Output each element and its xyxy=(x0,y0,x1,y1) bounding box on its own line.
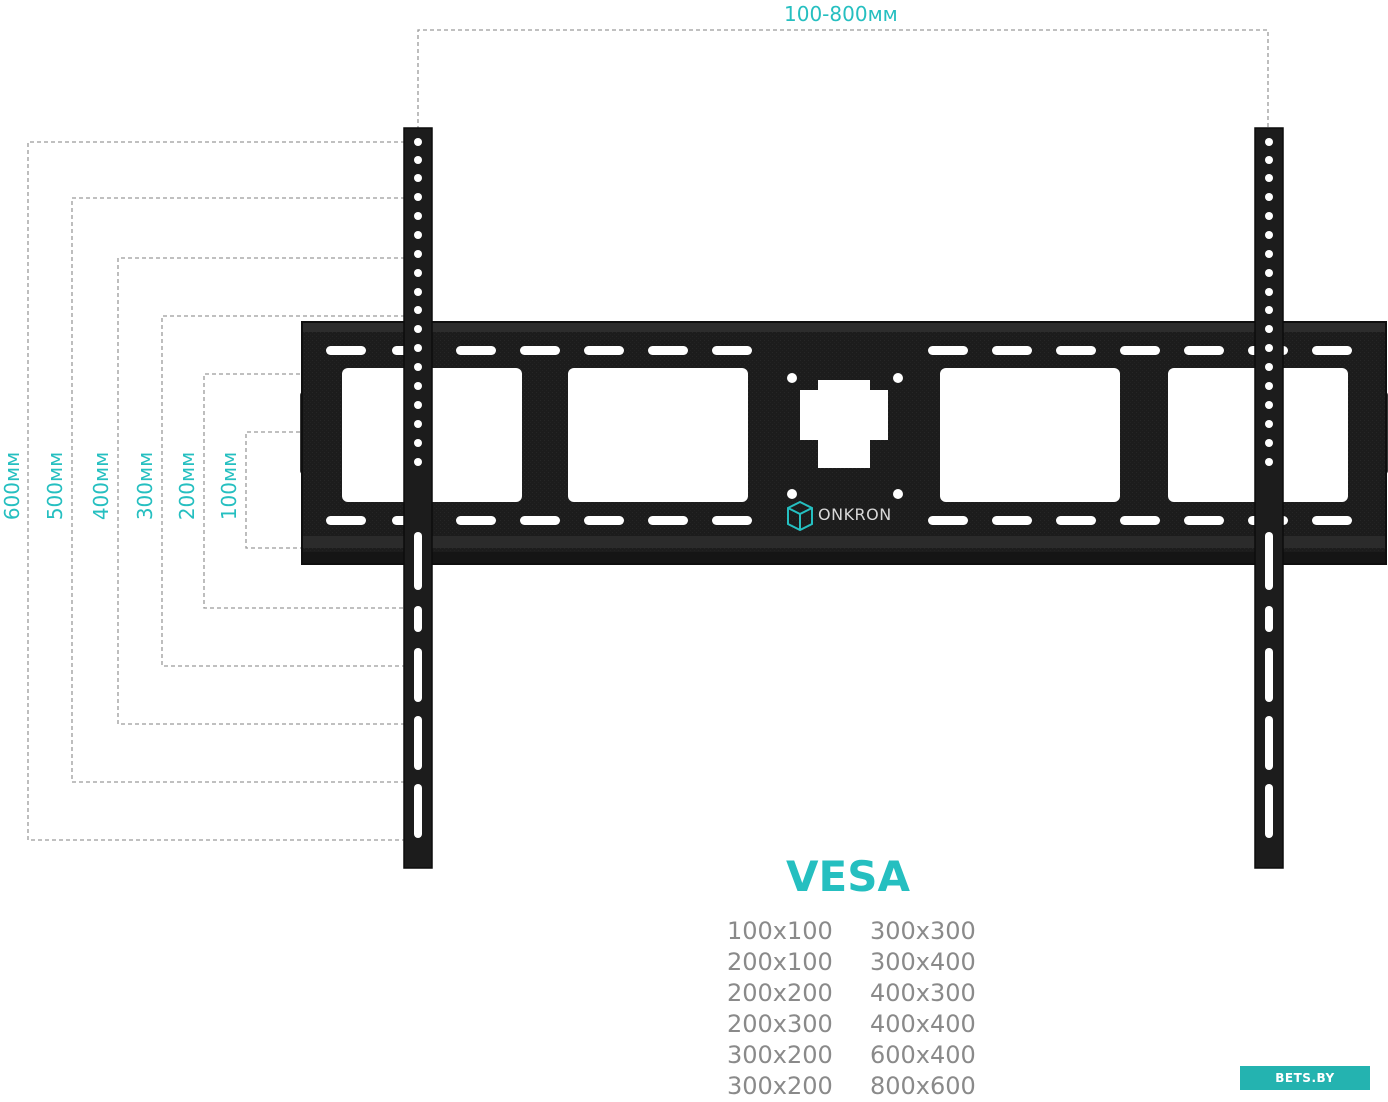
onkron-cube-icon xyxy=(787,500,813,532)
vesa-size: 200x100 xyxy=(727,948,833,976)
vesa-size: 600x400 xyxy=(870,1041,976,1069)
vesa-size: 300x200 xyxy=(727,1041,833,1069)
vesa-title: VESA xyxy=(786,852,910,901)
vesa-size: 800x600 xyxy=(870,1072,976,1100)
vesa-size: 200x300 xyxy=(727,1010,833,1038)
right-rail xyxy=(1254,127,1284,869)
height-label-400: 400мм xyxy=(89,451,113,521)
vesa-size: 200x200 xyxy=(727,979,833,1007)
vesa-size: 300x400 xyxy=(870,948,976,976)
wall-plate xyxy=(300,321,1388,565)
height-label-600: 600мм xyxy=(0,451,24,521)
height-label-100: 100мм xyxy=(217,451,241,521)
bottom-slots xyxy=(326,516,1352,525)
vesa-size: 300x200 xyxy=(727,1072,833,1100)
width-dimension-label: 100-800мм xyxy=(784,2,898,26)
top-slots xyxy=(326,346,1352,355)
left-rail xyxy=(403,127,433,869)
vesa-size: 400x400 xyxy=(870,1010,976,1038)
plate-cutouts xyxy=(342,368,1348,502)
watermark-badge: BETS.BY xyxy=(1240,1066,1370,1090)
height-label-300: 300мм xyxy=(133,451,157,521)
vesa-size: 400x300 xyxy=(870,979,976,1007)
vesa-list-column-1: 100x100 200x100 200x200 200x300 300x200 … xyxy=(727,916,833,1102)
vesa-list-column-2: 300x300 300x400 400x300 400x400 600x400 … xyxy=(870,916,976,1102)
vesa-size: 100x100 xyxy=(727,917,833,945)
vesa-size: 300x300 xyxy=(870,917,976,945)
height-label-500: 500мм xyxy=(43,451,67,521)
width-dimension-lines xyxy=(417,29,1269,130)
brand-name: ONKRON xyxy=(818,505,892,524)
height-label-200: 200мм xyxy=(175,451,199,521)
